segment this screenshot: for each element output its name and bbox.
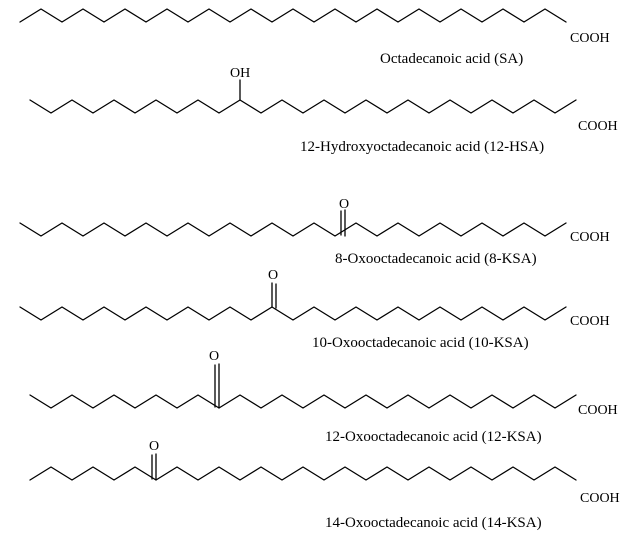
carbon-chain <box>29 394 577 409</box>
carbonyl-oxygen-label: O <box>339 197 349 212</box>
molecule-14-ksa: O COOH 14-Oxooctadecanoic acid (14-KSA) <box>29 439 620 531</box>
molecule-name: 12-Hydroxyoctadecanoic acid (12-HSA) <box>300 139 544 155</box>
carbon-chain <box>29 99 577 114</box>
acid-group-label: COOH <box>578 119 618 134</box>
molecule-8-ksa: O COOH 8-Oxooctadecanoic acid (8-KSA) <box>19 197 610 267</box>
acid-group-label: COOH <box>570 31 610 46</box>
carbonyl-oxygen-label: O <box>209 349 219 364</box>
molecule-12-ksa: O COOH 12-Oxooctadecanoic acid (12-KSA) <box>29 349 618 445</box>
carbon-chain <box>19 8 567 23</box>
molecule-name: Octadecanoic acid (SA) <box>380 51 523 67</box>
molecule-name: 10-Oxooctadecanoic acid (10-KSA) <box>312 335 529 351</box>
molecule-name: 8-Oxooctadecanoic acid (8-KSA) <box>335 251 537 267</box>
acid-group-label: COOH <box>570 314 610 329</box>
carbonyl-oxygen-label: O <box>268 268 278 283</box>
acid-group-label: COOH <box>580 491 620 506</box>
molecule-sa: COOH Octadecanoic acid (SA) <box>19 8 610 67</box>
molecule-name: 14-Oxooctadecanoic acid (14-KSA) <box>325 515 542 531</box>
molecule-name: 12-Oxooctadecanoic acid (12-KSA) <box>325 429 542 445</box>
carbon-chain <box>19 306 567 321</box>
molecule-12-hsa: OH COOH 12-Hydroxyoctadecanoic acid (12-… <box>29 66 618 155</box>
carbon-chain <box>29 466 577 481</box>
acid-group-label: COOH <box>578 403 618 418</box>
carbon-chain <box>19 222 567 237</box>
molecule-10-ksa: O COOH 10-Oxooctadecanoic acid (10-KSA) <box>19 268 610 351</box>
carbonyl-oxygen-label: O <box>149 439 159 454</box>
hydroxyl-label: OH <box>230 66 250 81</box>
acid-group-label: COOH <box>570 230 610 245</box>
